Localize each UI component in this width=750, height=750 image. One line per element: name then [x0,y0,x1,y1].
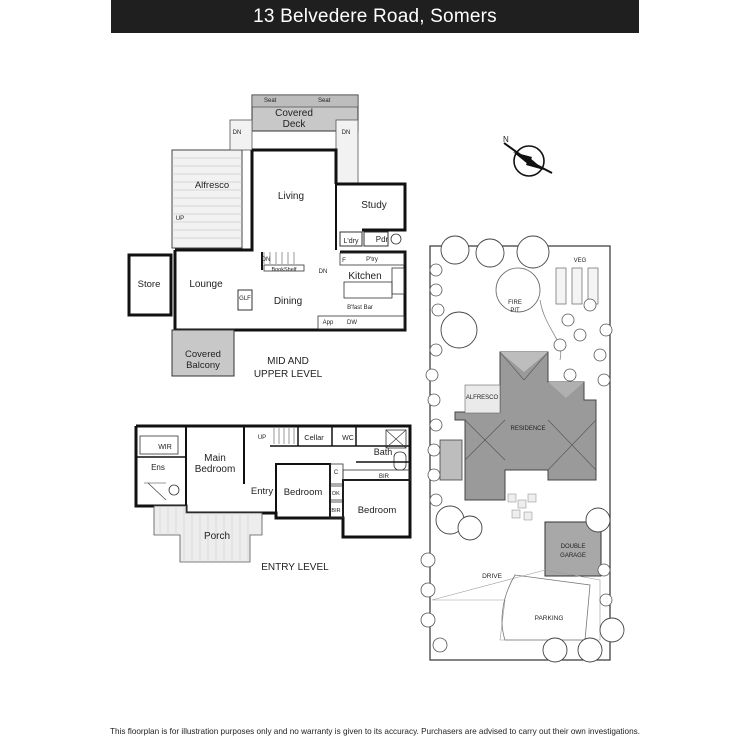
label-bir-2: BIR [331,508,340,514]
upper-level-plan: Seat Seat Covered Deck Alfresco Living S… [127,94,407,380]
label-cellar: Cellar [304,433,324,442]
label-c: C [334,470,339,476]
label-glf: GLF [239,296,251,302]
compass-north-label: N [503,135,509,144]
label-dk: DK [332,491,340,497]
label-residence: RESIDENCE [510,426,545,432]
label-main-bedroom-2: Bedroom [195,464,236,475]
label-living: Living [278,191,304,202]
label-covered-balcony-2: Balcony [186,360,220,371]
label-main-bedroom-1: Main [204,453,226,464]
label-pdr: Pdr [376,235,389,244]
label-kitchen: Kitchen [348,271,381,282]
label-store: Store [138,279,161,290]
label-seat-right: Seat [318,98,331,104]
label-bir-1: BIR [379,474,390,480]
label-ens: Ens [151,463,165,472]
entry-level-plan: WIR Ens Main Bedroom UP Cellar WC Bath E… [134,424,412,573]
label-site-alfresco: ALFRESCO [466,395,499,401]
label-app: App [323,320,334,326]
site-plan: VEG FIRE PIT ALFRESCO RESIDENCE DOUBLE G… [420,235,625,663]
label-covered-deck-2: Deck [283,119,307,130]
label-seat-left: Seat [264,98,277,104]
label-fire-pit-2: PIT [510,308,520,314]
label-pantry: P'try [366,257,378,263]
label-fire-pit-1: FIRE [508,300,522,306]
label-drive: DRIVE [482,573,503,580]
label-porch: Porch [204,531,230,542]
label-f: F [342,258,346,264]
label-study: Study [361,200,387,211]
label-alfresco: Alfresco [195,180,229,191]
label-lounge: Lounge [189,279,223,290]
label-ldry: L'dry [344,238,359,245]
upper-level-caption-1: MID AND [267,356,309,367]
label-covered-balcony-1: Covered [185,349,221,360]
label-double-garage-2: GARAGE [560,553,586,559]
label-covered-deck-1: Covered [275,108,313,119]
label-dn-2: DN [342,130,351,136]
label-entry: Entry [251,486,273,497]
label-dn-3: DN [262,257,271,263]
compass-icon: N [503,135,553,177]
label-parking: PARKING [535,615,564,622]
label-dining: Dining [274,296,302,307]
label-dn-1: DN [233,130,242,136]
floorplan-drawing: Seat Seat Covered Deck Alfresco Living S… [127,94,625,663]
entry-level-caption: ENTRY LEVEL [261,562,329,573]
disclaimer-text: This floorplan is for illustration purpo… [109,727,640,736]
label-entry-up: UP [258,435,266,441]
label-double-garage-1: DOUBLE [561,544,586,550]
label-dw: DW [347,320,357,326]
label-veg: VEG [574,258,587,264]
upper-level-caption-2: UPPER LEVEL [254,369,323,380]
label-bath: Bath [374,447,393,457]
page-title: 13 Belvedere Road, Somers [111,0,639,33]
label-bedroom-b: Bedroom [358,505,397,516]
label-wc: WC [342,435,354,442]
label-bfast-bar: B'fast Bar [347,305,373,311]
label-dn-4: DN [319,269,328,275]
label-wir: WIR [158,444,172,451]
label-bedroom-a: Bedroom [284,487,323,498]
label-bookshelf: BookShelf [271,267,297,273]
label-up: UP [176,216,184,222]
